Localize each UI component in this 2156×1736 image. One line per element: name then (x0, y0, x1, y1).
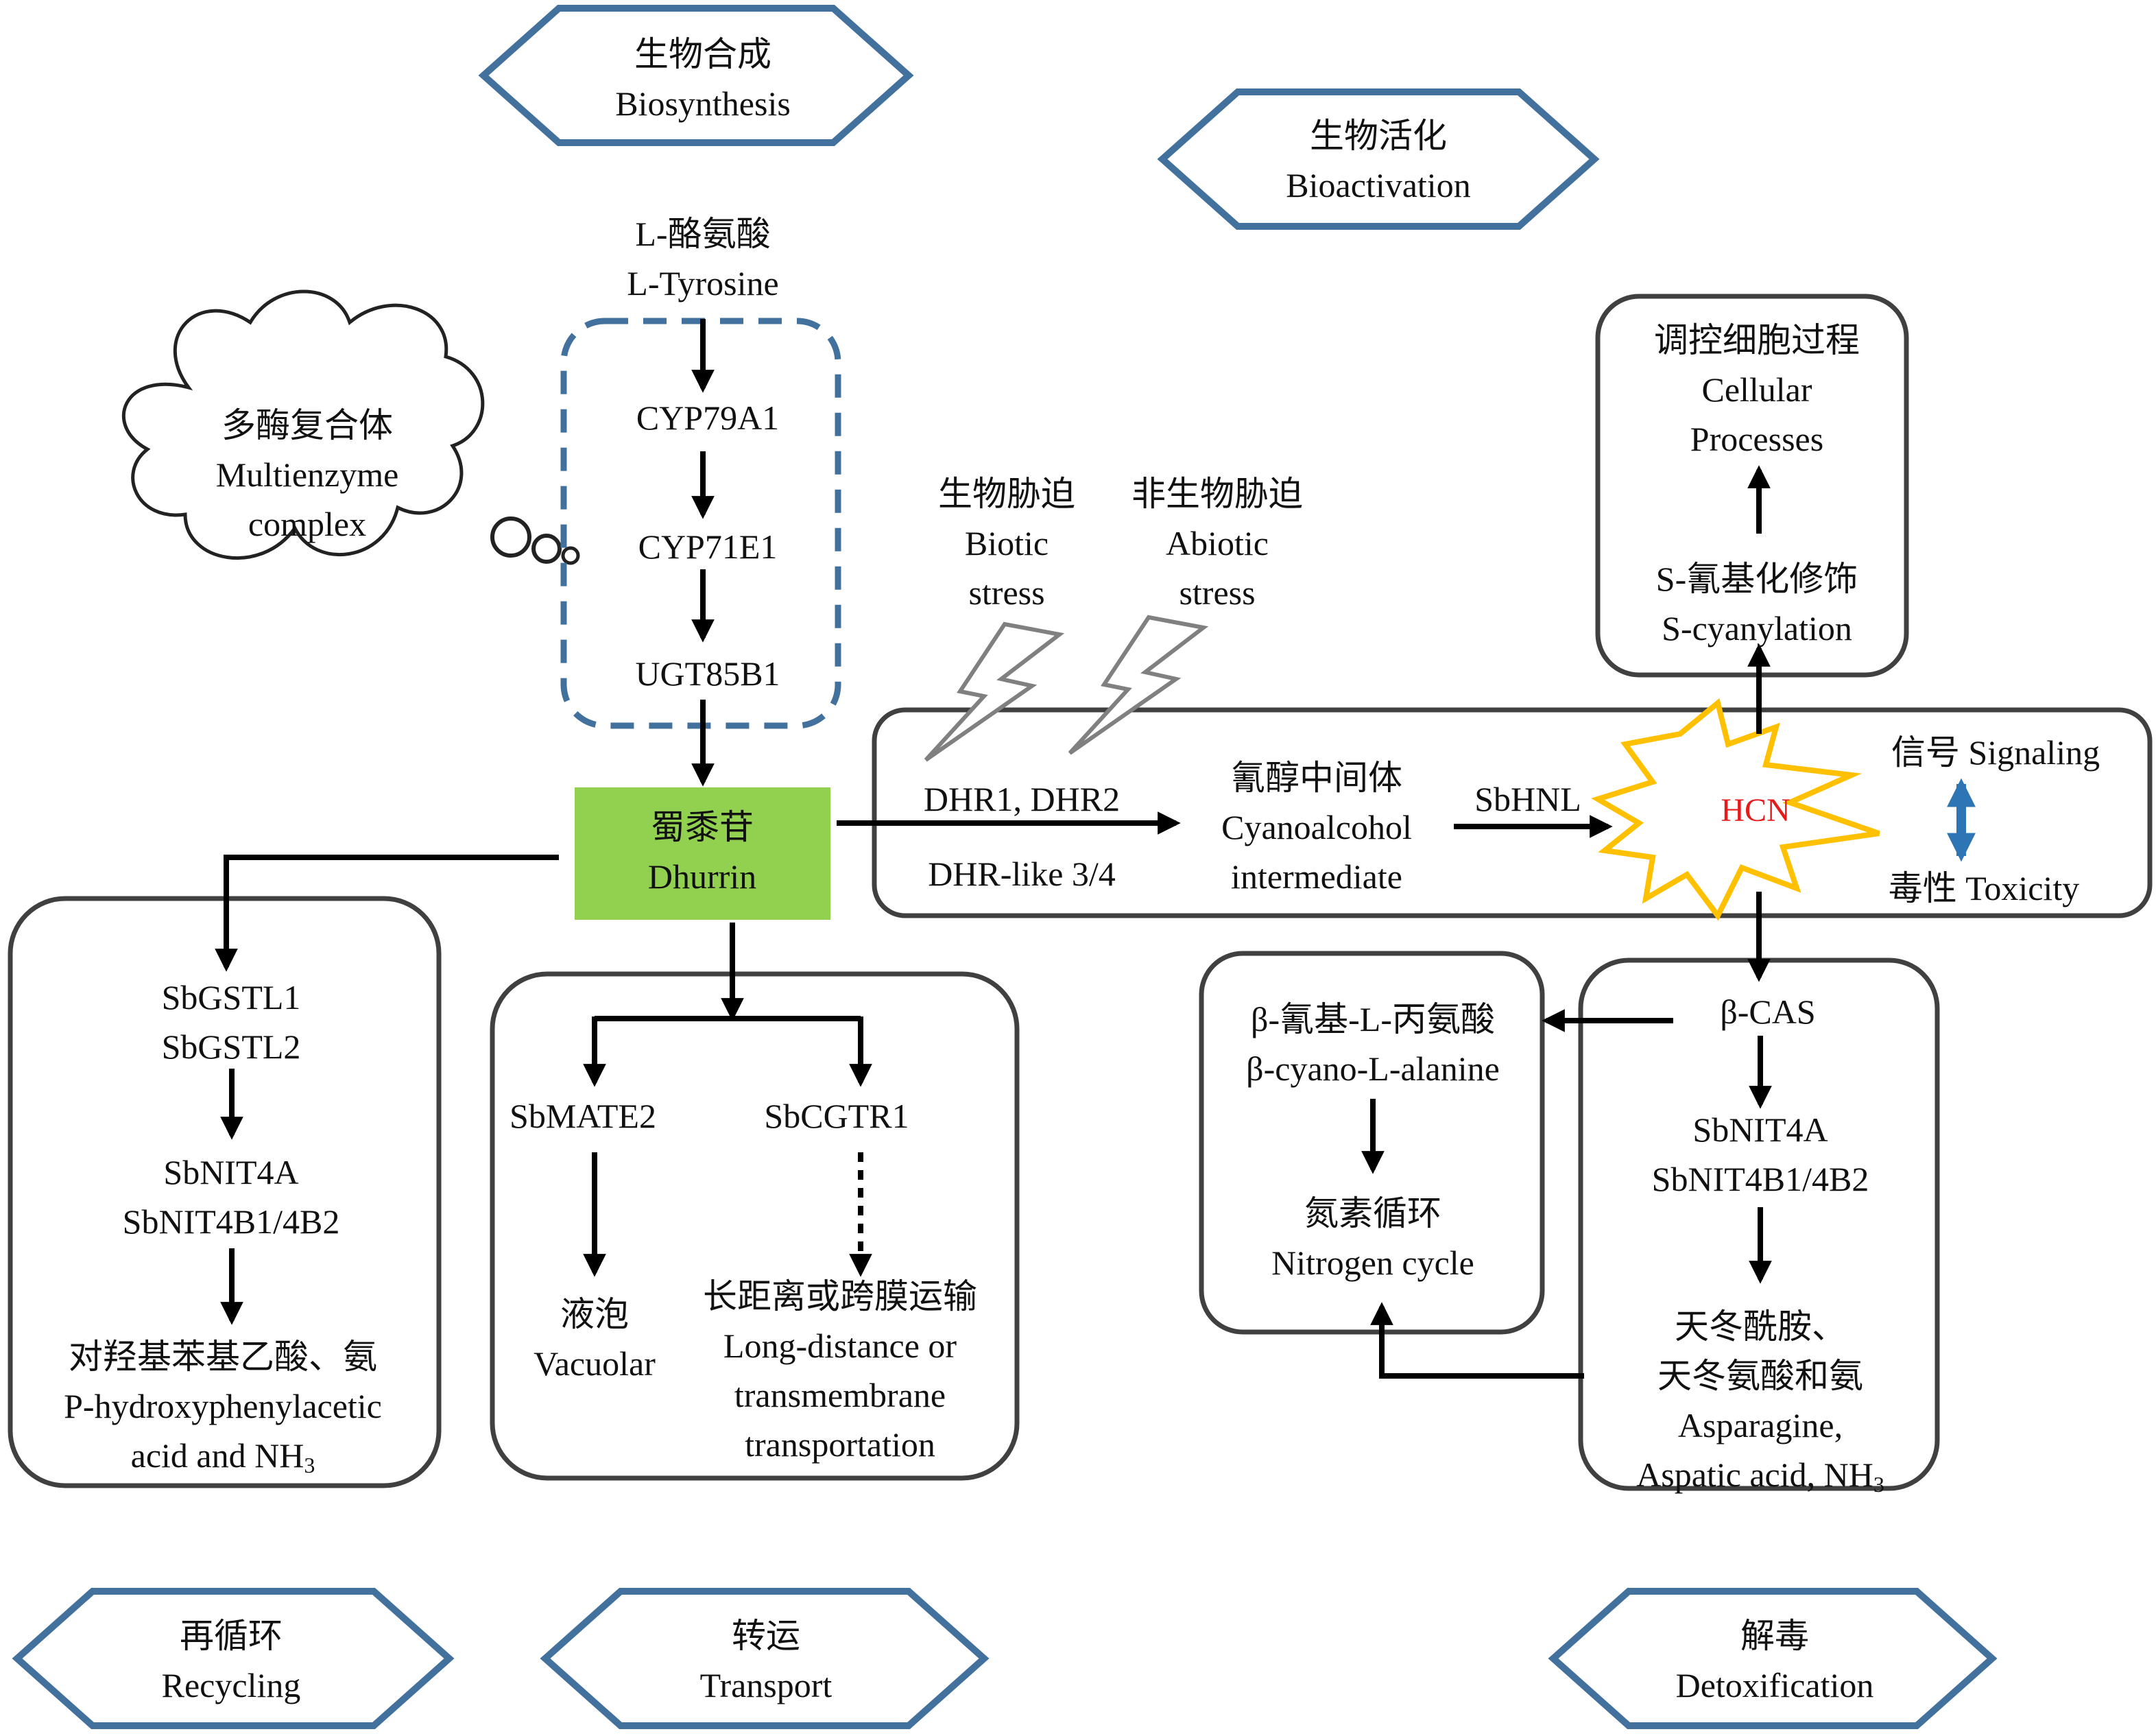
nitrogen-cycle-label: 氮素循环 Nitrogen cycle (1271, 1194, 1474, 1282)
sbcgtr1-label: SbCGTR1 (764, 1097, 909, 1135)
detox-arrows (1361, 1009, 1772, 1379)
enzyme-cyp79a1: CYP79A1 (636, 399, 780, 437)
hcn-burst (1591, 698, 1880, 921)
tyrosine-label: L-酪氨酸 L-Tyrosine (627, 215, 779, 302)
thought-bubble-large (490, 516, 531, 558)
hexagon-detoxification-label: 解毒 Detoxification (1675, 1617, 1874, 1704)
gstl-enzymes-label: SbGSTL1 SbGSTL2 (161, 978, 301, 1066)
hexagon-biosynthesis (478, 5, 914, 146)
toxicity-label: 毒性 Toxicity (1888, 869, 2080, 907)
cellular-process-box (1595, 294, 1909, 678)
lightning-abiotic-icon (1068, 615, 1209, 755)
sbmate2-label: SbMATE2 (510, 1097, 656, 1135)
hexagon-recycling-label: 再循环 Recycling (161, 1617, 301, 1704)
dhurrin-arrows (215, 811, 1181, 1087)
beta-cas-label: β-CAS (1720, 992, 1816, 1031)
dhurrin-box (575, 787, 830, 920)
signaling-label: 信号 Signaling (1891, 733, 2100, 772)
dhr-enzymes-label: DHR1, DHR2 (923, 780, 1121, 818)
multienzyme-cloud (121, 289, 485, 560)
recycling-nit-label: SbNIT4A SbNIT4B1/4B2 (122, 1153, 340, 1241)
enzyme-cyp71e1: CYP71E1 (638, 527, 778, 566)
lightning-biotic-icon (924, 621, 1065, 762)
bioactivation-arrows (1454, 465, 1771, 982)
thought-bubble-small (561, 546, 580, 565)
hexagon-detoxification (1548, 1588, 1998, 1729)
transport-arrows (583, 1152, 872, 1277)
hexagon-recycling (12, 1588, 455, 1729)
transport-box (490, 971, 1020, 1481)
cyanoalanine-box (1199, 951, 1545, 1335)
recycling-product-label: 对羟基苯基乙酸、氨 P-hydroxyphenylacetic acid and… (64, 1337, 382, 1477)
long-distance-label: 长距离或跨膜运输 Long-distance or transmembrane … (703, 1277, 977, 1464)
biotic-stress-label: 生物胁迫 Biotic stress (938, 475, 1075, 612)
enzyme-ugt85b1: UGT85B1 (635, 654, 780, 693)
vacuolar-label: 液泡 Vacuolar (534, 1295, 656, 1383)
hexagon-biosynthesis-label: 生物合成 Biosynthesis (615, 35, 791, 123)
cellular-processes-label: 调控细胞过程 Cellular Processes (1654, 321, 1860, 458)
thought-bubble-medium (531, 534, 562, 564)
abiotic-stress-label: 非生物胁迫 Abiotic stress (1131, 475, 1303, 612)
bioactivation-box (872, 707, 2153, 918)
multienzyme-complex-label: 多酶复合体 Multienzyme complex (215, 406, 399, 543)
cyano-alanine-label: β-氰基-L-丙氨酸 β-cyano-L-alanine (1246, 1000, 1500, 1088)
hexagon-bioactivation (1157, 88, 1600, 230)
hexagon-transport-label: 转运 Transport (699, 1617, 833, 1704)
asparagine-label: 天冬酰胺、 天冬氨酸和氨 Asparagine, Aspatic acid, N… (1636, 1307, 1884, 1497)
detox-nit-label: SbNIT4A SbNIT4B1/4B2 (1651, 1110, 1869, 1198)
hexagon-bioactivation-label: 生物活化 Bioactivation (1286, 117, 1471, 204)
sbhnl-label: SbHNL (1474, 780, 1581, 818)
cyanoalcohol-label: 氰醇中间体 Cyanoalcohol intermediate (1221, 759, 1412, 896)
hcn-label: HCN (1721, 792, 1790, 829)
dhurrin-label: 蜀黍苷 Dhurrin (647, 808, 757, 896)
dhr-like-enzymes-label: DHR-like 3/4 (928, 855, 1116, 893)
hexagon-transport (540, 1588, 990, 1729)
s-cyanylation-label: S-氰基化修饰 S-cyanylation (1655, 560, 1858, 647)
